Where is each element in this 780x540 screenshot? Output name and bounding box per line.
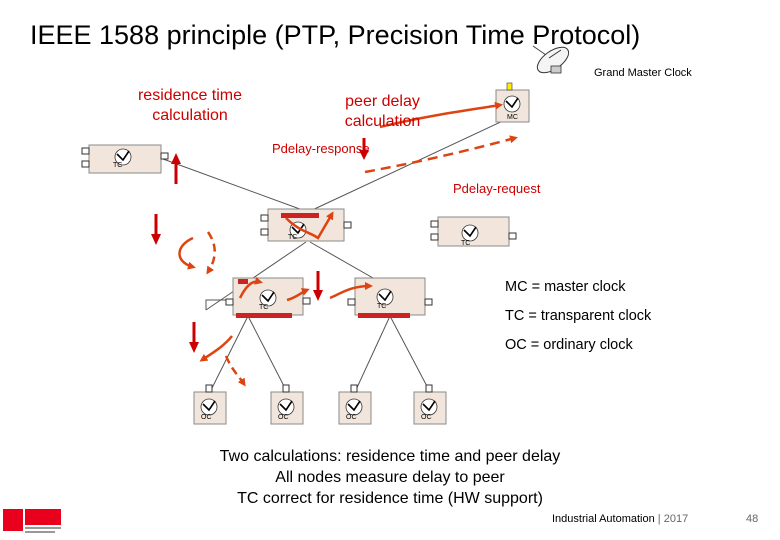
transparent-clock-node-lower-right: TC xyxy=(347,277,433,318)
legend-master-clock: MC = master clock xyxy=(505,279,626,295)
transparent-clock-node-left: TC xyxy=(81,144,169,174)
summary-line-2: All nodes measure delay to peer xyxy=(275,469,505,486)
summary-text: Two calculations: residence time and pee… xyxy=(170,446,610,509)
oc-2-label: OC xyxy=(278,414,289,421)
legend-ordinary-clock: OC = ordinary clock xyxy=(505,337,633,353)
ordinary-clock-node-3: OC xyxy=(338,384,372,425)
peer-delay-annotation: peer delay calculation xyxy=(320,92,445,132)
epfl-logo xyxy=(3,509,61,533)
transparent-clock-node-center: TC xyxy=(260,208,352,242)
footer: Industrial Automation | 2017 xyxy=(552,513,688,525)
red-event-arrows xyxy=(151,138,369,353)
footer-course: Industrial Automation xyxy=(552,513,655,525)
satellite-dish-icon xyxy=(532,45,570,74)
master-clock-node: MC xyxy=(495,82,530,123)
message-flow-arrows xyxy=(178,101,518,387)
tc-right-label: TC xyxy=(461,240,470,247)
footer-separator: | xyxy=(657,513,661,525)
oc-4-label: OC xyxy=(421,414,432,421)
residence-time-annotation: residence time calculation xyxy=(105,86,275,126)
tc-left-label: TC xyxy=(113,162,122,169)
residence-time-line-1: residence time xyxy=(137,87,243,104)
transparent-clock-node-right: TC xyxy=(430,216,517,247)
ordinary-clock-node-2: OC xyxy=(270,384,304,425)
tc-lower-left-label: TC xyxy=(259,304,268,311)
residence-time-line-2: calculation xyxy=(152,107,228,124)
ordinary-clock-node-4: OC xyxy=(413,384,447,425)
summary-line-3: TC correct for residence time (HW suppor… xyxy=(237,490,543,507)
mc-node-label: MC xyxy=(507,114,518,121)
grand-master-clock-label: Grand Master Clock xyxy=(594,67,692,79)
summary-line-1: Two calculations: residence time and pee… xyxy=(219,448,561,465)
peer-delay-line-2: calculation xyxy=(344,113,421,130)
oc-1-label: OC xyxy=(201,414,212,421)
tc-center-label: TC xyxy=(288,234,297,241)
tc-lower-right-label: TC xyxy=(377,303,386,310)
oc-3-label: OC xyxy=(346,414,357,421)
pdelay-response-label: Pdelay-response xyxy=(272,141,370,156)
page-number: 48 xyxy=(746,513,759,525)
footer-year: 2017 xyxy=(663,513,689,525)
pdelay-request-label: Pdelay-request xyxy=(453,181,541,196)
peer-delay-line-1: peer delay xyxy=(345,93,420,110)
ordinary-clock-node-1: OC xyxy=(193,384,227,425)
legend-transparent-clock: TC = transparent clock xyxy=(505,308,652,324)
page-title: IEEE 1588 principle (PTP, Precision Time… xyxy=(30,20,641,50)
transparent-clock-node-lower-left: TC xyxy=(225,277,311,318)
